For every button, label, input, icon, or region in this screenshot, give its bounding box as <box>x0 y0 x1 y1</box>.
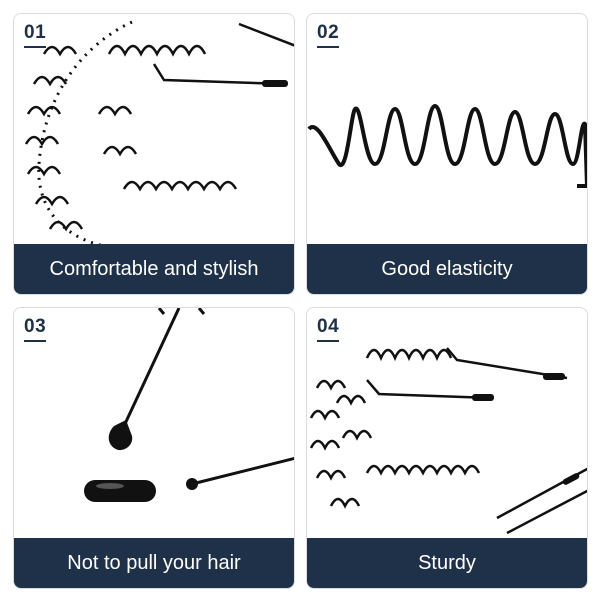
wave-closeup-image <box>307 104 587 188</box>
panel-caption: Sturdy <box>307 538 587 588</box>
panel-number: 02 <box>317 22 340 48</box>
panel-caption: Comfortable and stylish <box>14 244 294 294</box>
feature-panel-3: 03 Not to pull your hair <box>13 307 295 589</box>
tip-closeup-image <box>84 308 294 502</box>
feature-panel-4: 04 Sturdy <box>306 307 588 589</box>
headband-pair-image <box>309 347 587 535</box>
panel-number: 03 <box>24 316 47 342</box>
panel-number: 04 <box>317 316 340 342</box>
feature-panel-1: 01 Comfortable and stylish <box>13 13 295 295</box>
panel-number: 01 <box>24 22 47 48</box>
feature-panel-2: 02 Good elasticity <box>306 13 588 295</box>
panel-caption: Not to pull your hair <box>14 538 294 588</box>
panel-caption: Good elasticity <box>307 244 587 294</box>
headband-image <box>24 20 294 246</box>
